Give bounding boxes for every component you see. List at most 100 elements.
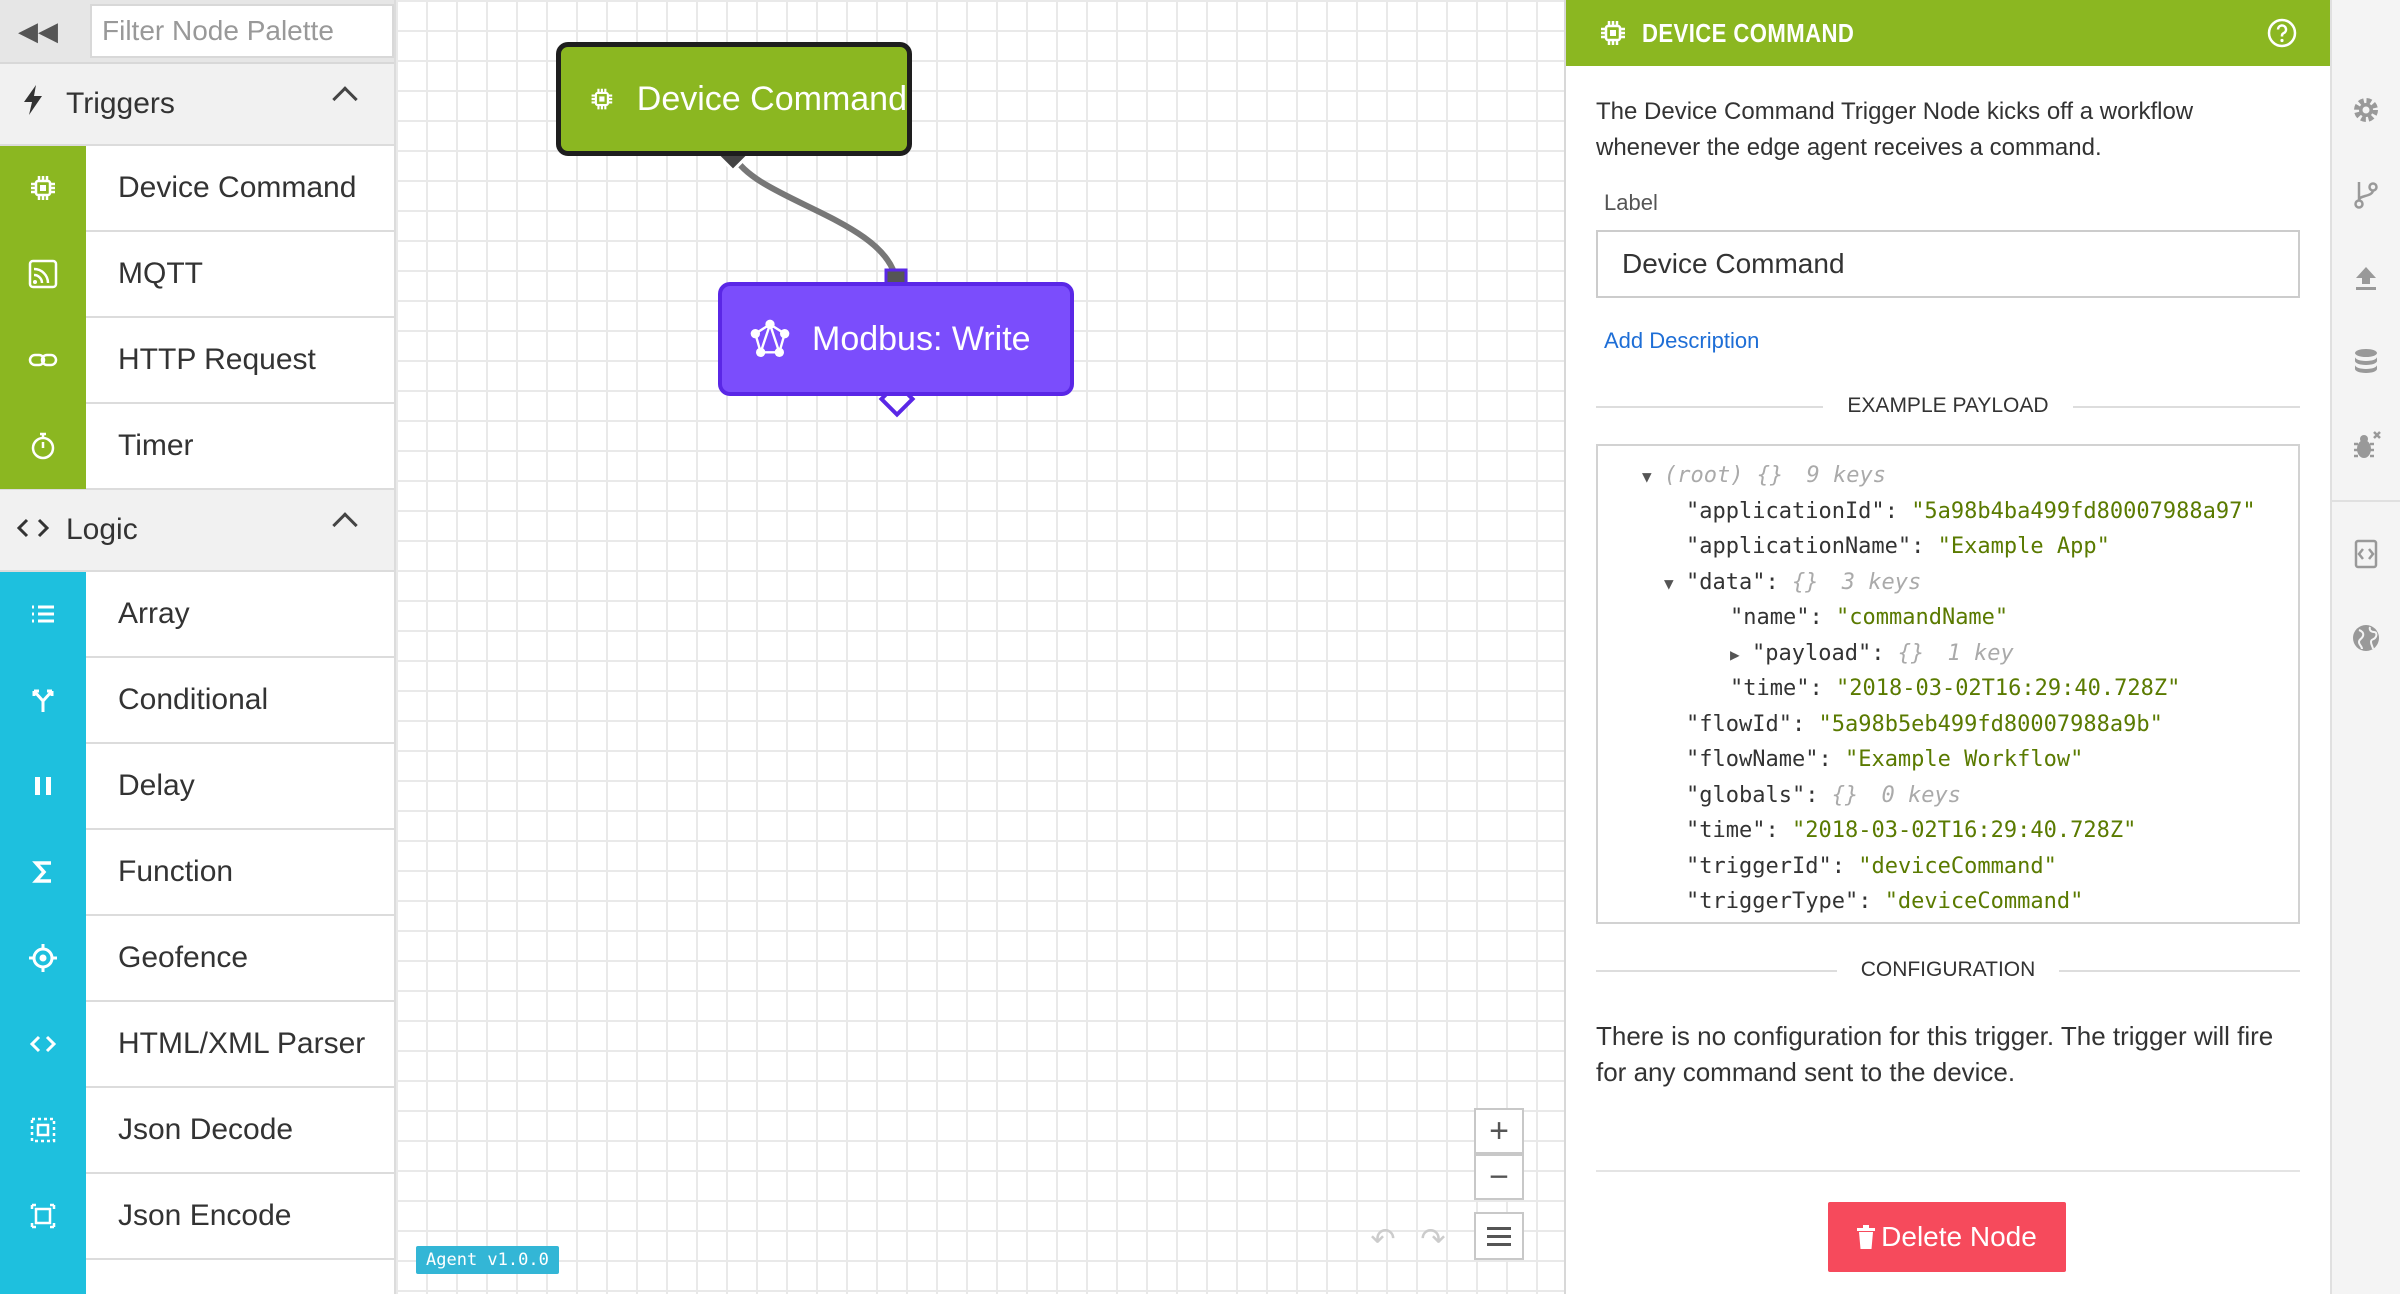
category-triggers[interactable]: Triggers bbox=[0, 64, 394, 146]
zoom-out-button[interactable]: − bbox=[1474, 1154, 1524, 1200]
bug-icon bbox=[2354, 431, 2381, 458]
code-file-icon bbox=[2354, 539, 2378, 569]
sigma-icon bbox=[0, 829, 86, 915]
versions-button[interactable] bbox=[2350, 178, 2382, 210]
json-row: "time": "2018-03-02T16:29:40.728Z" bbox=[1686, 818, 2137, 843]
redo-button[interactable]: ↷ bbox=[1408, 1216, 1458, 1262]
agent-version-badge: Agent v1.0.0 bbox=[416, 1246, 559, 1274]
palette-item-label: Geofence bbox=[118, 941, 249, 974]
link-icon bbox=[0, 317, 86, 403]
json-row: "flowName": "Example Workflow" bbox=[1686, 747, 2084, 772]
palette-item-label: Array bbox=[118, 597, 190, 630]
undo-icon: ↶ bbox=[1370, 1222, 1396, 1256]
palette-item-delay[interactable]: Delay bbox=[0, 743, 394, 830]
chevron-up-icon[interactable] bbox=[332, 512, 358, 538]
palette-item-html-xml-parser[interactable]: HTML/XML Parser bbox=[0, 1001, 394, 1088]
palette-item-label: Device Command bbox=[118, 171, 357, 204]
example-payload-viewer[interactable]: ▼(root) {} 9 keys "applicationId": "5a98… bbox=[1596, 444, 2300, 924]
palette-item-conditional[interactable]: Conditional bbox=[0, 657, 394, 744]
divider bbox=[1596, 1170, 2300, 1172]
code-view-button[interactable] bbox=[2350, 538, 2382, 570]
json-row: "applicationName": "Example App" bbox=[1686, 534, 2110, 559]
database-icon bbox=[2355, 349, 2377, 373]
palette-item-label: MQTT bbox=[118, 257, 203, 290]
redo-icon: ↷ bbox=[1420, 1222, 1446, 1256]
palette-item-timer[interactable]: Timer bbox=[0, 403, 394, 490]
json-row: "time": "2018-03-02T16:29:40.728Z" bbox=[1730, 676, 2181, 701]
list-icon bbox=[0, 571, 86, 657]
canvas-menu-button[interactable] bbox=[1474, 1212, 1524, 1260]
palette-item-http-request[interactable]: HTTP Request bbox=[0, 317, 394, 404]
panel-title: DEVICE COMMAND bbox=[1642, 17, 1855, 48]
palette-item-label: Json Encode bbox=[118, 1199, 292, 1232]
network-nodes-icon bbox=[750, 319, 790, 357]
palette-item-label: HTML/XML Parser bbox=[118, 1027, 366, 1060]
deploy-button[interactable] bbox=[2350, 262, 2382, 294]
dashed-box-icon bbox=[0, 1087, 86, 1173]
delete-node-button[interactable]: Delete Node bbox=[1828, 1202, 2066, 1272]
fork-icon bbox=[0, 657, 86, 743]
palette-item-label: Json Decode bbox=[118, 1113, 294, 1146]
palette-item-mqtt[interactable]: MQTT bbox=[0, 231, 394, 318]
caret-down-icon[interactable]: ▼ bbox=[1642, 467, 1652, 486]
palette-item-geofence[interactable]: Geofence bbox=[0, 915, 394, 1002]
category-logic[interactable]: Logic bbox=[0, 490, 394, 572]
json-row: "triggerType": "deviceCommand" bbox=[1686, 889, 2084, 914]
chip-icon bbox=[1601, 21, 1625, 45]
delete-node-label: Delete Node bbox=[1881, 1221, 2037, 1252]
framed-box-icon bbox=[0, 1173, 86, 1259]
json-row: "flowId": "5a98b5eb499fd80007988a9b" bbox=[1686, 711, 2163, 737]
chevron-up-icon[interactable] bbox=[332, 86, 358, 112]
label-input[interactable] bbox=[1596, 230, 2300, 298]
palette-item-array[interactable]: Array bbox=[0, 571, 394, 658]
node-modbus-write[interactable]: Modbus: Write bbox=[718, 282, 1074, 396]
trash-icon bbox=[1857, 1225, 1876, 1249]
palette-item-device-command[interactable]: Device Command bbox=[0, 145, 394, 232]
storage-button[interactable] bbox=[2350, 346, 2382, 378]
json-data-row[interactable]: ▼"data": {} 3 keys bbox=[1598, 565, 2298, 601]
configuration-heading: CONFIGURATION bbox=[1596, 958, 2300, 982]
double-chevron-left-icon: ◀◀ bbox=[18, 15, 58, 46]
gear-icon bbox=[2354, 98, 2378, 122]
undo-button[interactable]: ↶ bbox=[1358, 1216, 1408, 1262]
debug-button[interactable] bbox=[2350, 430, 2382, 462]
category-label: Logic bbox=[66, 513, 138, 546]
filter-node-palette-input[interactable] bbox=[90, 4, 394, 58]
chip-icon bbox=[591, 88, 613, 110]
lightning-icon bbox=[0, 85, 66, 123]
json-root-row[interactable]: ▼(root) {} 9 keys bbox=[1598, 458, 2298, 494]
globe-button[interactable] bbox=[2350, 622, 2382, 654]
git-branch-icon bbox=[2354, 182, 2378, 209]
node-properties-panel: DEVICE COMMAND The Device Command Trigge… bbox=[1566, 0, 2332, 1294]
configuration-text: There is no configuration for this trigg… bbox=[1596, 1021, 2274, 1087]
label-caption: Label bbox=[1604, 190, 1658, 215]
json-row: "triggerId": "deviceCommand" bbox=[1686, 853, 2057, 879]
palette-toolbar: ◀◀ bbox=[0, 0, 394, 64]
caret-down-icon[interactable]: ▼ bbox=[1664, 573, 1674, 593]
palette-item-label: Delay bbox=[118, 769, 195, 802]
collapse-palette-button[interactable]: ◀◀ bbox=[0, 0, 76, 63]
divider bbox=[2332, 500, 2400, 502]
add-description-link[interactable]: Add Description bbox=[1604, 328, 1760, 353]
palette-item-json-encode[interactable]: Json Encode bbox=[0, 1173, 394, 1260]
json-row: "globals": {} 0 keys bbox=[1686, 782, 1961, 808]
json-row: "name": "commandName" bbox=[1730, 605, 2009, 630]
node-description: The Device Command Trigger Node kicks of… bbox=[1596, 98, 2194, 161]
palette-item-function[interactable]: Function bbox=[0, 829, 394, 916]
node-palette: ◀◀ Triggers Device Command MQTT HTTP Req… bbox=[0, 0, 396, 1294]
globe-icon bbox=[2353, 625, 2379, 651]
help-icon[interactable] bbox=[2266, 17, 2298, 49]
palette-item-label: HTTP Request bbox=[118, 343, 316, 376]
category-label: Triggers bbox=[66, 87, 175, 120]
zoom-in-button[interactable]: + bbox=[1474, 1108, 1524, 1154]
node-label: Device Command bbox=[636, 79, 907, 118]
broadcast-icon bbox=[0, 231, 86, 317]
palette-item-more[interactable] bbox=[0, 1259, 394, 1294]
caret-right-icon[interactable]: ▶ bbox=[1730, 644, 1740, 664]
node-device-command[interactable]: Device Command bbox=[556, 42, 912, 156]
settings-button[interactable] bbox=[2350, 94, 2382, 126]
json-payload-row[interactable]: ▶"payload": {} 1 key bbox=[1598, 636, 2298, 672]
palette-item-json-decode[interactable]: Json Decode bbox=[0, 1087, 394, 1174]
workflow-canvas[interactable]: Device Command Modbus: Write + − ↶ ↷ Age… bbox=[396, 0, 1566, 1294]
json-row: "applicationId": "5a98b4ba499fd80007988a… bbox=[1686, 498, 2256, 524]
